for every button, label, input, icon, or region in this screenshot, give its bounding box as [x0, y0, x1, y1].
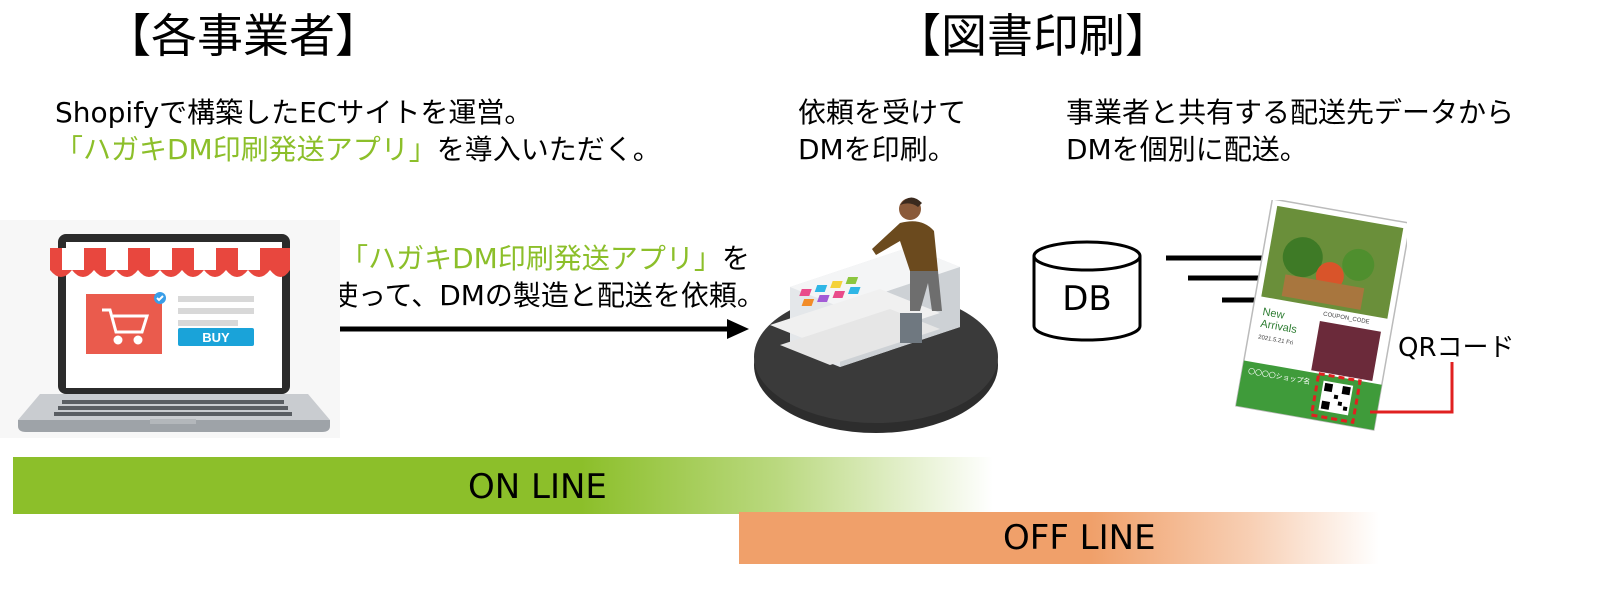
operator-person	[872, 197, 942, 311]
arrow-label-line1: 「ハガキDM印刷発送アプリ」を	[330, 240, 760, 277]
postcard-title-1: New	[1262, 306, 1286, 322]
business-desc: Shopifyで構築したECサイトを運営。 「ハガキDM印刷発送アプリ」を導入い…	[55, 94, 661, 168]
postcard-dm: New Arrivals COUPON_CODE 2021.5.21 Fri 〇…	[1235, 200, 1407, 431]
qr-callout-line	[1370, 362, 1454, 414]
delivery-desc: 事業者と共有する配送先データから DMを個別に配送。	[1066, 94, 1514, 168]
product-card	[86, 294, 162, 354]
app-name-highlight: 「ハガキDM印刷発送アプリ」	[55, 133, 437, 166]
database-label: DB	[1062, 279, 1112, 319]
business-desc-line2: 「ハガキDM印刷発送アプリ」を導入いただく。	[55, 131, 661, 168]
delivery-desc-line2: DMを個別に配送。	[1066, 133, 1308, 166]
shopping-cart-icon	[102, 308, 150, 345]
business-desc-line1: Shopifyで構築したECサイトを運営。	[55, 96, 533, 129]
request-arrow	[337, 319, 749, 339]
printing-desc-line2: DMを印刷。	[798, 133, 956, 166]
business-desc-line2-rest: を導入いただく。	[436, 133, 661, 166]
qr-highlight-box	[1309, 371, 1362, 425]
printing-desc: 依頼を受けて DMを印刷。	[798, 94, 966, 168]
buy-button-shape	[178, 328, 254, 346]
buy-button-label: BUY	[202, 330, 230, 345]
arrow-app-name: 「ハガキDM印刷発送アプリ」	[340, 242, 722, 275]
heading-tosho-printing: 【図書印刷】	[895, 9, 1171, 63]
online-bar: ON LINE	[13, 457, 993, 514]
online-label: ON LINE	[468, 467, 607, 507]
database-icon: DB	[1032, 240, 1142, 342]
arrow-label-line2: 使って、DMの製造と配送を依頼。	[330, 279, 765, 312]
arrow-label-line1-rest: を	[721, 242, 750, 275]
shop-awning-icon	[50, 248, 290, 277]
ec-shop-laptop-illustration: BUY	[0, 220, 340, 438]
delivery-desc-line1: 事業者と共有する配送先データから	[1066, 96, 1515, 129]
qr-code-label: QRコード	[1398, 333, 1515, 363]
arrow-label: 「ハガキDM印刷発送アプリ」を 使って、DMの製造と配送を依頼。	[330, 240, 765, 314]
printing-desc-line1: 依頼を受けて	[798, 96, 967, 129]
printing-press-illustration	[754, 197, 998, 433]
offline-bar: OFF LINE	[739, 512, 1379, 564]
control-panel	[900, 313, 922, 343]
color-swatches	[799, 277, 861, 306]
paper-output	[770, 289, 940, 349]
offline-label: OFF LINE	[1003, 518, 1156, 558]
heading-businesses: 【各事業者】	[105, 9, 381, 63]
grapes-photo	[1311, 321, 1381, 382]
